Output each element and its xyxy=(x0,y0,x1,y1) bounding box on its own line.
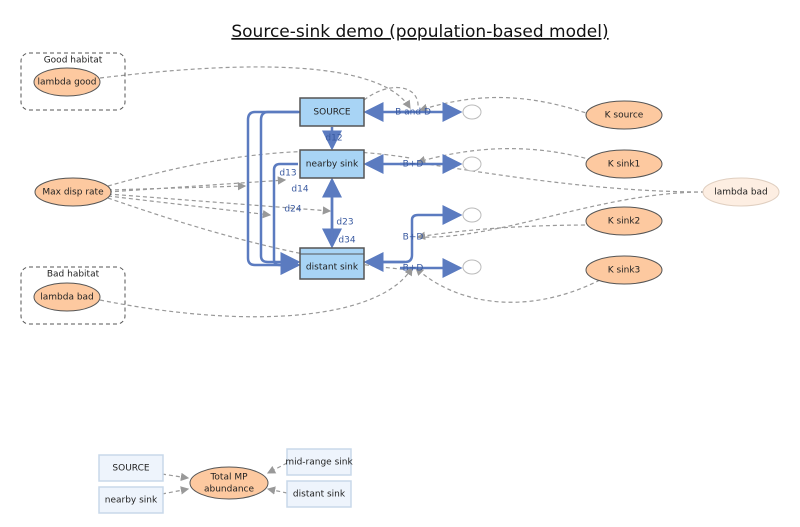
cloud-icon xyxy=(462,156,482,172)
stock-distant-sink[interactable]: distant sink xyxy=(299,247,365,280)
variable-k-sink2[interactable]: K sink2 xyxy=(585,206,663,236)
variable-lambda-bad-ghost[interactable]: lambda bad xyxy=(702,177,780,207)
ghost-nearby-sink[interactable]: nearby sink xyxy=(98,486,164,514)
ghost-source[interactable]: SOURCE xyxy=(98,454,164,482)
variable-label: K source xyxy=(605,111,644,121)
cloud-icon xyxy=(462,207,482,223)
ghost-distant-sink[interactable]: distant sink xyxy=(286,480,352,508)
variable-lambda-good: lambda good xyxy=(37,78,96,88)
flow-label-source-bd: B and D xyxy=(395,108,431,118)
flows xyxy=(246,102,463,278)
flow-label-mid-bd: B+D xyxy=(403,233,424,243)
variable-k-sink1[interactable]: K sink1 xyxy=(585,149,663,179)
variable-max-disp-rate[interactable]: Max disp rate xyxy=(34,177,112,207)
summary-links xyxy=(161,462,288,495)
flow-label-d23: d23 xyxy=(336,218,353,228)
stock-label: SOURCE xyxy=(313,108,350,118)
variable-label: K sink3 xyxy=(608,266,641,276)
stock-label: nearby sink xyxy=(306,160,359,170)
group-good-habitat[interactable]: Good habitat lambda good xyxy=(20,52,126,111)
flow-label-d13: d13 xyxy=(279,169,296,179)
cloud-icon xyxy=(462,259,482,275)
variable-lambda-bad: lambda bad xyxy=(40,293,94,303)
flow-label-distant-bd: B+D xyxy=(403,264,424,274)
group-label: Bad habitat xyxy=(47,270,100,280)
ghost-label: mid-range sink xyxy=(285,458,353,468)
flow-label-d24: d24 xyxy=(284,205,301,215)
ghost-label: nearby sink xyxy=(105,496,158,506)
variable-k-sink3[interactable]: K sink3 xyxy=(585,255,663,285)
ghost-label: SOURCE xyxy=(112,464,149,474)
group-label: Good habitat xyxy=(44,56,103,66)
variable-label: K sink1 xyxy=(608,160,641,170)
ghost-mid-range-sink[interactable]: mid-range sink xyxy=(285,448,353,476)
variable-total-mp-abundance[interactable]: Total MP abundance xyxy=(189,466,269,500)
variable-label: Max disp rate xyxy=(42,188,104,198)
ghost-label: distant sink xyxy=(293,490,346,500)
cloud-icons xyxy=(462,104,482,275)
stock-source[interactable]: SOURCE xyxy=(299,97,365,127)
flow-label-nearby-bd: B+D xyxy=(403,160,424,170)
variable-label: K sink2 xyxy=(608,217,641,227)
flow-label-d14: d14 xyxy=(291,185,308,195)
variable-label: abundance xyxy=(204,485,255,495)
group-bad-habitat[interactable]: Bad habitat lambda bad xyxy=(20,266,126,325)
variable-label: Total MP xyxy=(209,473,248,483)
variable-label: lambda bad xyxy=(714,188,768,198)
cloud-icon xyxy=(462,104,482,120)
stock-nearby-sink[interactable]: nearby sink xyxy=(299,149,365,179)
flow-label-d34: d34 xyxy=(338,236,355,246)
variable-k-source[interactable]: K source xyxy=(585,100,663,130)
diagram-title: Source-sink demo (population-based model… xyxy=(231,22,608,42)
flow-label-d12: d12 xyxy=(325,134,342,144)
stock-label: distant sink xyxy=(306,263,359,273)
